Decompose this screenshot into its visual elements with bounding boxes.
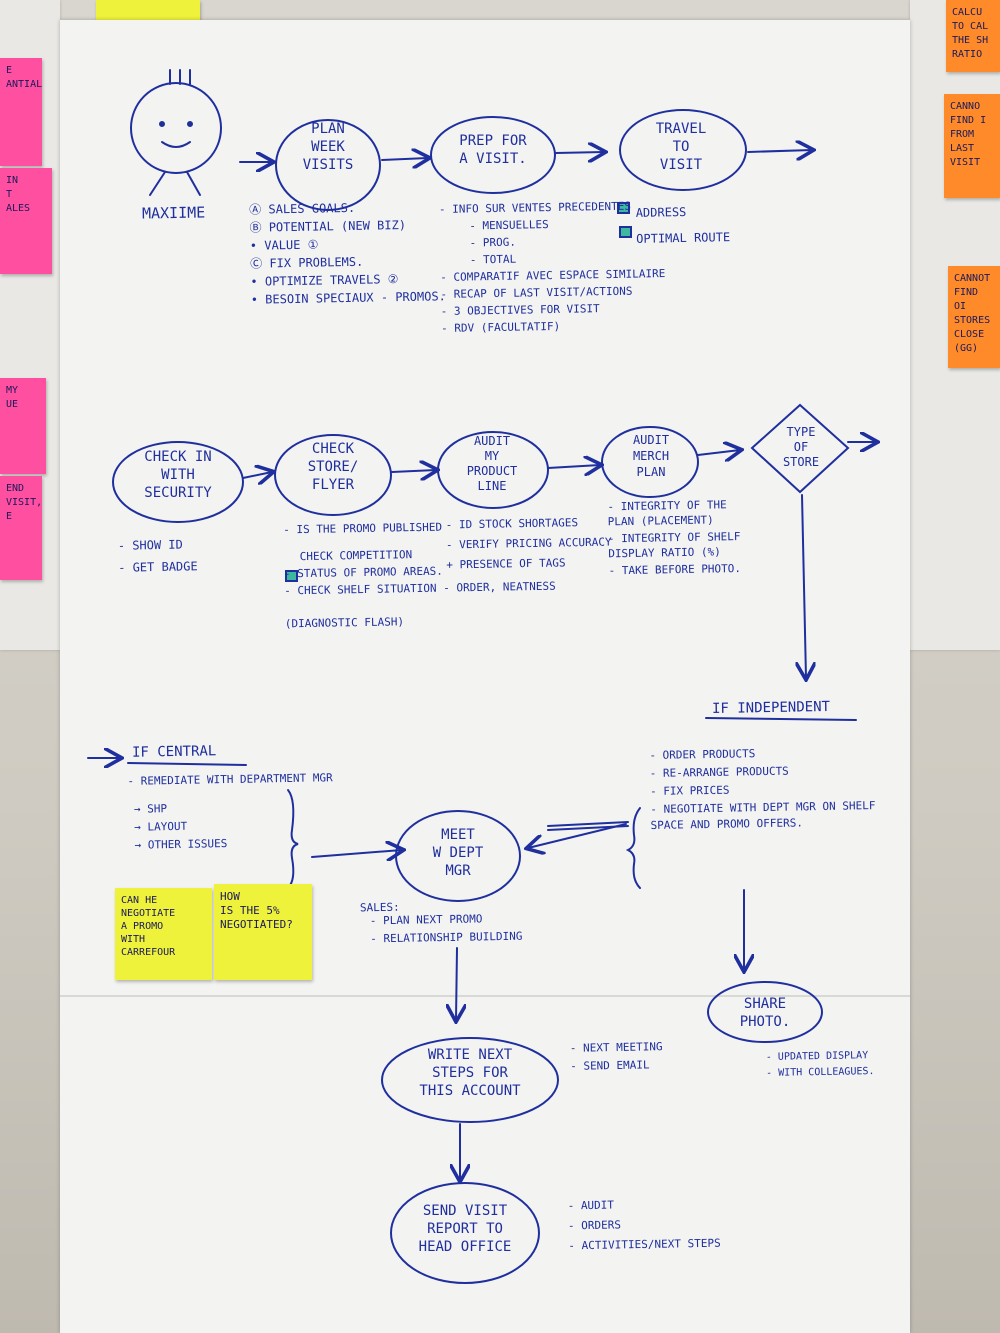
- note-item: - REMEDIATE WITH DEPARTMENT MGR: [127, 771, 333, 788]
- pink-sticky-4: END VISIT, E: [0, 476, 42, 580]
- note-item: - ID STOCK SHORTAGES: [445, 516, 579, 532]
- note-item: - WITH COLLEAGUES.: [766, 1066, 875, 1079]
- orange-sticky-2: CANNO FIND I FROM LAST VISIT: [944, 94, 1000, 198]
- prep-visit-notes: - INFO SUR VENTES PRECEDENTES - MENSUELL…: [439, 198, 667, 338]
- note-item: - UPDATED DISPLAY: [765, 1050, 869, 1063]
- note-item: - INTEGRITY OF THE PLAN (PLACEMENT): [607, 498, 727, 529]
- pink-sticky-1: E ANTIAL: [0, 58, 42, 166]
- note-item: - FIX PRICES: [649, 783, 730, 799]
- note-item: - CHECK SHELF SITUATION - ORDER, NEATNES…: [284, 579, 556, 598]
- flipchart-sheet: [60, 20, 910, 1333]
- meet-mgr-label: MEET W DEPT MGR: [432, 827, 484, 879]
- if-central-notes: - REMEDIATE WITH DEPARTMENT MGR → SHP → …: [127, 770, 334, 856]
- yellow-sticky-carrefour: CAN HE NEGOTIATE A PROMO WITH CARREFOUR: [115, 888, 212, 980]
- note-item: - VERIFY PRICING ACCURACY: [445, 535, 612, 552]
- send-report-notes: - AUDIT - ORDERS - ACTIVITIES/NEXT STEPS: [567, 1195, 721, 1258]
- pink-sticky-2: IN T ALES: [0, 168, 52, 274]
- write-next-label: WRITE NEXT STEPS FOR THIS ACCOUNT: [419, 1047, 521, 1099]
- type-store-label: TYPE OF STORE: [782, 425, 820, 469]
- competition-checkbox-icon: [285, 570, 298, 582]
- route-checkbox-icon: [619, 226, 632, 238]
- share-photo-label: SHARE PHOTO.: [739, 996, 791, 1030]
- share-photo-node: [707, 981, 823, 1043]
- sheet-fold: [60, 995, 910, 997]
- send-report-node: [390, 1182, 540, 1284]
- orange-sticky-3: CANNOT FIND OI STORES CLOSE (GG): [948, 266, 1000, 368]
- note-item: (DIAGNOSTIC FLASH): [284, 615, 405, 631]
- travel-label: TRAVEL TO VISIT: [655, 121, 707, 173]
- audit-product-label: AUDIT MY PRODUCT LINE: [466, 434, 518, 493]
- note-item: → OTHER ISSUES: [134, 837, 228, 852]
- note-item: - ORDERS: [567, 1218, 622, 1233]
- note-item: - PLAN NEXT PROMO: [369, 912, 483, 928]
- if-independent-title: IF INDEPENDENT: [711, 698, 831, 718]
- plan-week-label: PLAN WEEK VISITS: [302, 121, 354, 173]
- note-item: - NEXT MEETING: [569, 1040, 663, 1055]
- prep-visit-label: PREP FOR A VISIT.: [459, 133, 527, 167]
- persona-name: MAXIIME: [141, 203, 206, 223]
- note-item: • OPTIMIZE TRAVELS ②: [250, 272, 399, 289]
- note-item: Ⓒ FIX PROBLEMS.: [250, 254, 364, 271]
- note-item: - COMPARATIF AVEC ESPACE SIMILAIRE: [440, 267, 666, 284]
- note-item: → LAYOUT: [134, 819, 188, 834]
- travel-notes: ADDRESS OPTIMAL ROUTE: [636, 199, 731, 253]
- stick-figure-icon: [130, 69, 222, 196]
- note-item: - TOTAL: [469, 252, 517, 267]
- travel-node: [619, 109, 747, 191]
- send-report-label: SEND VISIT REPORT TO HEAD OFFICE: [418, 1203, 512, 1255]
- audit-merch-label: AUDIT MERCH PLAN: [632, 433, 670, 479]
- plan-week-notes: Ⓐ SALES GOALS. Ⓑ POTENTIAL (NEW BIZ) • V…: [249, 198, 446, 309]
- check-in-node: [112, 441, 244, 523]
- note-item: + PRESENCE OF TAGS: [446, 556, 566, 572]
- write-next-notes: - NEXT MEETING - SEND EMAIL: [570, 1039, 663, 1077]
- note-item: Ⓑ POTENTIAL (NEW BIZ): [249, 217, 407, 235]
- if-independent-notes: - ORDER PRODUCTS - RE-ARRANGE PRODUCTS -…: [649, 744, 881, 836]
- note-item: - GET BADGE: [118, 559, 198, 575]
- note-item: - TAKE BEFORE PHOTO.: [608, 561, 742, 578]
- meet-mgr-notes: - PLAN NEXT PROMO - RELATIONSHIP BUILDIN…: [370, 911, 523, 950]
- note-item: - RE-ARRANGE PRODUCTS: [649, 764, 789, 781]
- note-item: - MENSUELLES: [469, 218, 549, 233]
- write-next-node: [381, 1037, 559, 1123]
- audit-merch-notes: - INTEGRITY OF THE PLAN (PLACEMENT) - IN…: [607, 497, 758, 581]
- type-store-diamond: [750, 403, 850, 494]
- note-item: - INTEGRITY OF SHELF DISPLAY RATIO (%): [607, 529, 741, 561]
- note-item: - 3 OBJECTIVES FOR VISIT: [440, 302, 600, 318]
- check-in-label: CHECK IN WITH SECURITY: [144, 449, 212, 501]
- note-item: - PROG.: [469, 235, 517, 250]
- note-item: → SHP: [133, 802, 168, 816]
- check-in-notes: - SHOW ID - GET BADGE: [118, 534, 198, 579]
- orange-sticky-1: CALCU TO CAL THE SH RATIO: [946, 0, 1000, 72]
- note-item: - RDV (FACULTATIF): [440, 319, 561, 335]
- note-item: - SHOW ID: [117, 537, 183, 553]
- if-central-title: IF CENTRAL: [131, 743, 217, 761]
- check-store-label: CHECK STORE/ FLYER: [307, 441, 359, 493]
- note-item: • BESOIN SPECIAUX - PROMOS.: [250, 289, 446, 307]
- pink-sticky-3: MY UE: [0, 378, 46, 474]
- note-item: Ⓐ SALES GOALS.: [249, 200, 356, 217]
- plan-week-node: [275, 119, 381, 211]
- note-item: - NEGOTIATE WITH DEPT MGR ON SHELF SPACE…: [650, 799, 876, 833]
- note-item: - ORDER PRODUCTS: [649, 747, 756, 763]
- note-item: - RELATIONSHIP BUILDING: [370, 929, 523, 946]
- note-item: - RECAP OF LAST VISIT/ACTIONS: [440, 284, 633, 301]
- note-item: - INFO SUR VENTES PRECEDENTES: [438, 199, 632, 216]
- yellow-sticky-5-percent: HOW IS THE 5% NEGOTIATED?: [214, 884, 312, 980]
- address-checkbox-icon: [617, 202, 630, 214]
- top-yellow-sticky: [96, 0, 200, 20]
- note-item: - AUDIT: [567, 1198, 615, 1213]
- note-item: ADDRESS: [635, 204, 687, 220]
- audit-product-notes: - ID STOCK SHORTAGES - VERIFY PRICING AC…: [445, 514, 612, 577]
- note-item: - SEND EMAIL: [570, 1058, 650, 1073]
- meet-mgr-node: [395, 810, 521, 902]
- note-item: - ACTIVITIES/NEXT STEPS: [568, 1236, 721, 1253]
- note-item: OPTIMAL ROUTE: [636, 230, 731, 246]
- note-item: • VALUE ①: [249, 237, 319, 253]
- share-photo-notes: - UPDATED DISPLAY - WITH COLLEAGUES.: [766, 1049, 877, 1083]
